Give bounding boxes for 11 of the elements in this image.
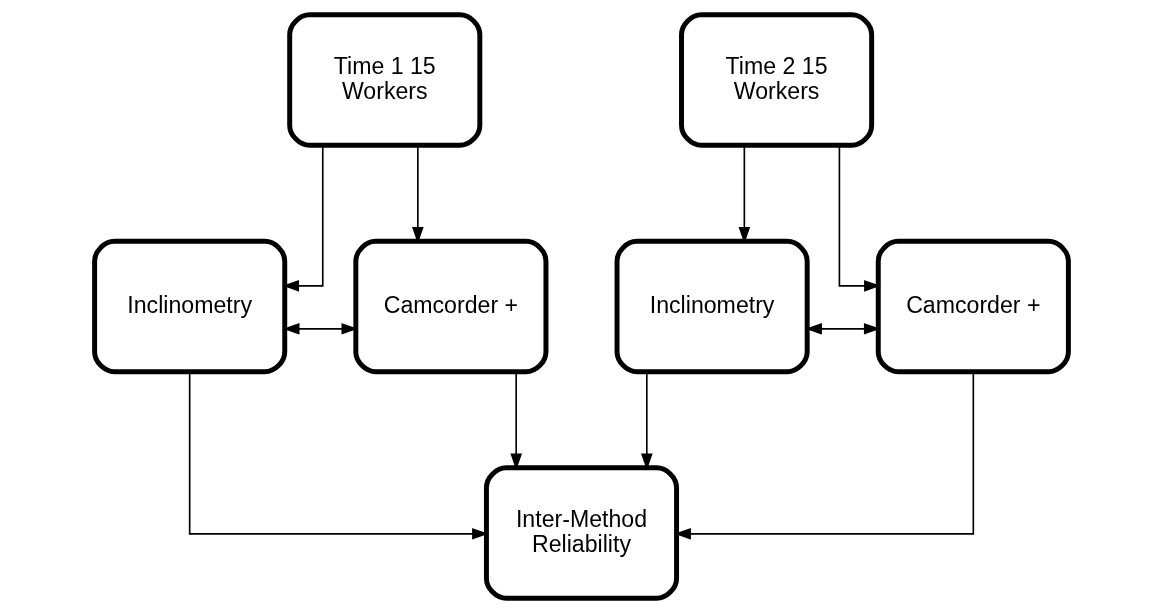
node-box: Camcorder +	[875, 238, 1071, 375]
node-box: Inclinometry	[91, 238, 287, 375]
arrow	[282, 144, 324, 292]
node-box: Camcorder +	[352, 238, 548, 375]
arrow	[738, 144, 750, 244]
node-box: Inter-Method Reliability	[483, 465, 679, 601]
node-box: Time 1 15 Workers	[286, 12, 482, 148]
node-box: Time 2 15 Workers	[678, 12, 874, 148]
arrow	[411, 144, 424, 244]
arrow	[838, 144, 881, 292]
node-box: Inclinometry	[614, 238, 810, 375]
